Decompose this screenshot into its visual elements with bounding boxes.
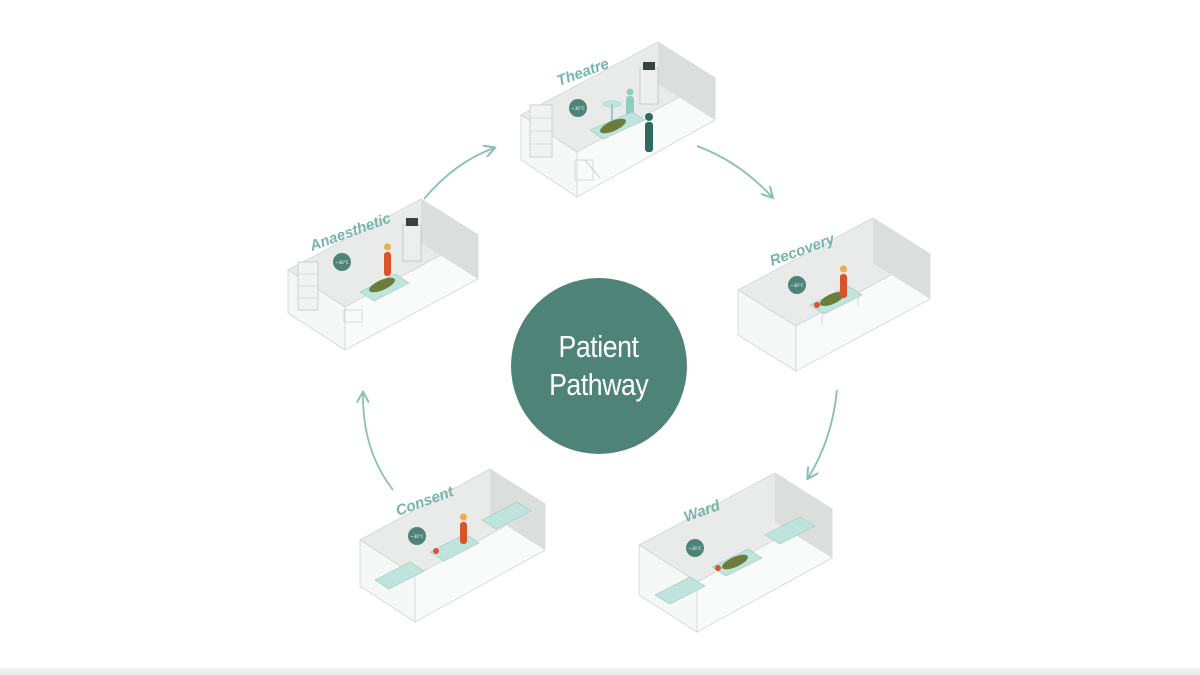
temp-badge-ward: ~36°C [688,546,701,551]
room-ward: ~36°C Ward [638,472,833,633]
room-theatre: ~36°C Theatre [520,41,716,198]
room-anaesthetic: ~36°C Anaesthetic [287,198,479,351]
room-consent: ~36°C Consent [359,468,546,623]
center-title-line1: Patient [558,329,639,364]
bottom-strip [0,668,1200,675]
arrow-anaesthetic-to-theatre [423,148,494,200]
temp-badge-recovery: ~36°C [790,283,803,288]
arrow-recovery-to-ward [808,389,838,478]
room-recovery: ~36°C Recovery [737,217,931,372]
center-title-line2: Pathway [549,367,649,402]
patient-pathway-hub: Patient Pathway [511,278,687,454]
temp-badge-anaesthetic: ~36°C [335,260,348,265]
temp-badge-theatre: ~36°C [571,106,584,111]
temp-badge-consent: ~36°C [410,534,423,539]
arrow-theatre-to-recovery [696,145,772,197]
cycle-arrows [363,145,838,491]
arrow-consent-to-anaesthetic [363,393,394,491]
